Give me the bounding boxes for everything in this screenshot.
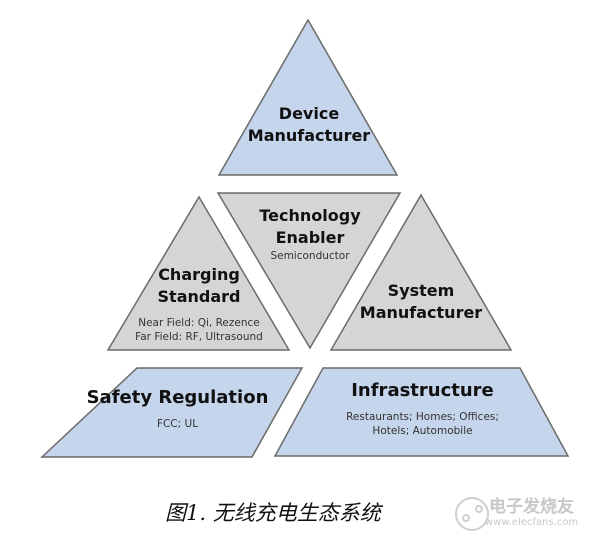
safety-title: Safety Regulation <box>86 387 269 408</box>
charging-title-line2: Standard <box>157 287 241 306</box>
charging-title-line1: Charging <box>158 265 240 284</box>
infrastructure-label: Infrastructure Restaurants; Homes; Offic… <box>320 380 525 438</box>
figure-caption: 图1. 无线充电生态系统 <box>165 501 381 525</box>
system-manufacturer-label: System Manufacturer <box>336 280 506 324</box>
system-manufacturer-triangle <box>329 193 513 351</box>
infrastructure-title: Infrastructure <box>351 380 494 401</box>
safety-detail: FCC; UL <box>156 418 199 430</box>
infrastructure-detail-line1: Restaurants; Homes; Offices; <box>346 411 499 423</box>
watermark-logo-icon <box>455 497 489 531</box>
tech-title-line1: Technology <box>259 206 361 225</box>
device-title-line2: Manufacturer <box>247 126 371 145</box>
watermark-url: www.elecfans.com <box>485 517 579 528</box>
charging-standard-triangle <box>106 195 291 351</box>
charging-detail-line2: Far Field: RF, Ultrasound <box>135 331 263 343</box>
safety-regulation-parallelogram <box>40 367 304 458</box>
tech-detail: Semiconductor <box>270 250 350 262</box>
technology-enabler-label: Technology Enabler Semiconductor <box>230 205 390 263</box>
charging-detail-line1: Near Field: Qi, Rezence <box>138 317 260 329</box>
watermark-name: 电子发烧友 <box>489 497 574 517</box>
watermark: 电子发烧友 www.elecfans.com <box>455 492 578 528</box>
infrastructure-detail-line2: Hotels; Automobile <box>372 425 473 437</box>
device-title-line1: Device <box>278 104 340 123</box>
infrastructure-trapezoid <box>273 367 570 457</box>
device-manufacturer-label: Device Manufacturer <box>230 103 388 147</box>
system-title-line2: Manufacturer <box>359 303 483 322</box>
device-manufacturer-triangle <box>217 18 399 176</box>
tech-title-line2: Enabler <box>275 228 345 247</box>
technology-enabler-triangle <box>216 192 402 350</box>
system-title-line1: System <box>387 281 455 300</box>
charging-standard-label: Charging Standard Near Field: Qi, Rezenc… <box>109 264 289 344</box>
safety-regulation-label: Safety Regulation FCC; UL <box>80 387 275 431</box>
